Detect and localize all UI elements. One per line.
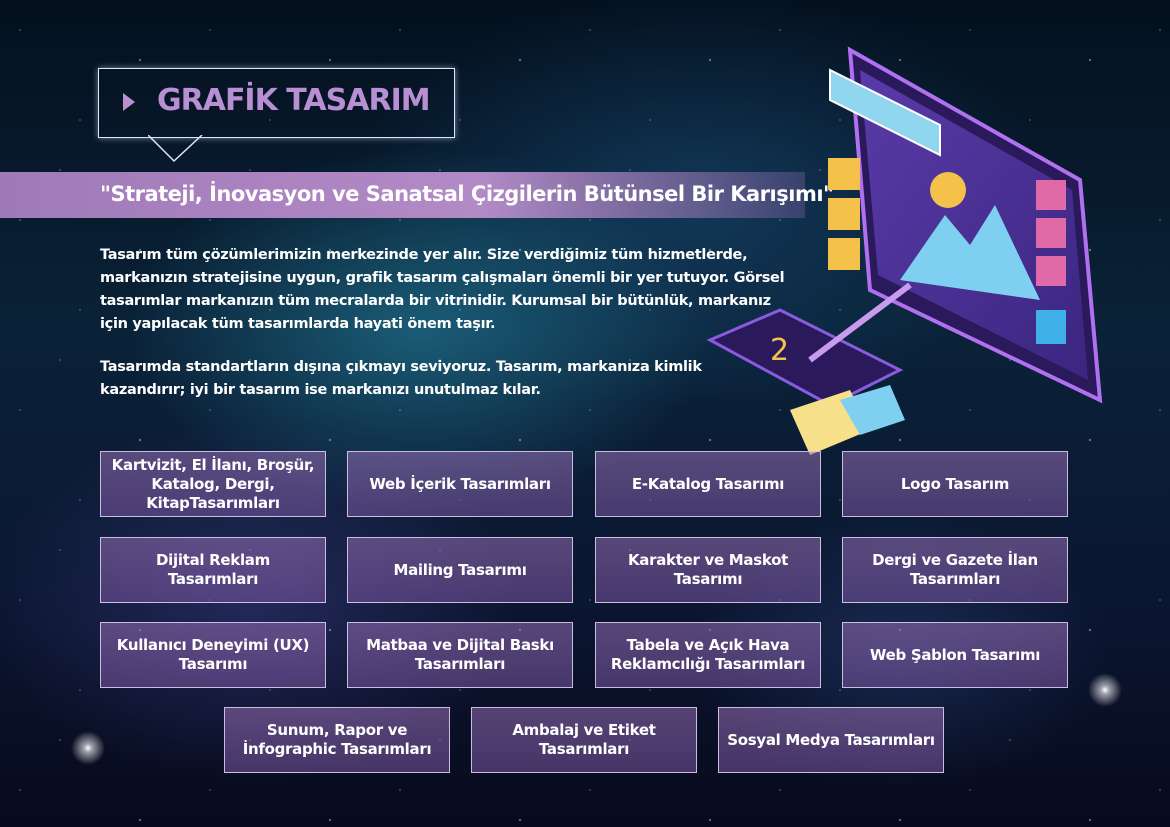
service-social-media[interactable]: Sosyal Medya Tasarımları xyxy=(718,707,944,773)
tagline-band: "Strateji, İnovasyon ve Sanatsal Çizgile… xyxy=(0,172,834,218)
service-web-content[interactable]: Web İçerik Tasarımları xyxy=(347,451,573,517)
tagline: "Strateji, İnovasyon ve Sanatsal Çizgile… xyxy=(100,182,834,206)
service-digital-ad[interactable]: Dijital Reklam Tasarımları xyxy=(100,537,326,603)
service-web-template[interactable]: Web Şablon Tasarımı xyxy=(842,622,1068,688)
service-packaging[interactable]: Ambalaj ve Etiket Tasarımları xyxy=(471,707,697,773)
svg-text:2: 2 xyxy=(770,333,789,368)
star-flare xyxy=(68,728,108,768)
service-presentation[interactable]: Sunum, Rapor ve İnfographic Tasarımları xyxy=(224,707,450,773)
play-arrow-icon xyxy=(123,93,135,111)
service-signage[interactable]: Tabela ve Açık Hava Reklamcılığı Tasarım… xyxy=(595,622,821,688)
service-logo[interactable]: Logo Tasarım xyxy=(842,451,1068,517)
star-flare xyxy=(1085,670,1125,710)
intro-paragraph-2: Tasarımda standartların dışına çıkmayı s… xyxy=(100,359,702,398)
service-e-catalog[interactable]: E-Katalog Tasarımı xyxy=(595,451,821,517)
service-press-ad[interactable]: Dergi ve Gazete İlan Tasarımları xyxy=(842,537,1068,603)
service-print-design[interactable]: Kartvizit, El İlanı, Broşür, Katalog, De… xyxy=(100,451,326,517)
speech-bubble-tail xyxy=(148,135,203,163)
intro-paragraph-1: Tasarım tüm çözümlerimizin merkezinde ye… xyxy=(100,247,785,332)
service-ux[interactable]: Kullanıcı Deneyimi (UX) Tasarımı xyxy=(100,622,326,688)
section-title: GRAFİK TASARIM xyxy=(157,83,431,118)
service-mascot[interactable]: Karakter ve Maskot Tasarımı xyxy=(595,537,821,603)
design-monitor-illustration: 2 xyxy=(706,46,1103,455)
service-print-production[interactable]: Matbaa ve Dijital Baskı Tasarımları xyxy=(347,622,573,688)
service-mailing[interactable]: Mailing Tasarımı xyxy=(347,537,573,603)
section-title-box: GRAFİK TASARIM xyxy=(98,68,455,138)
